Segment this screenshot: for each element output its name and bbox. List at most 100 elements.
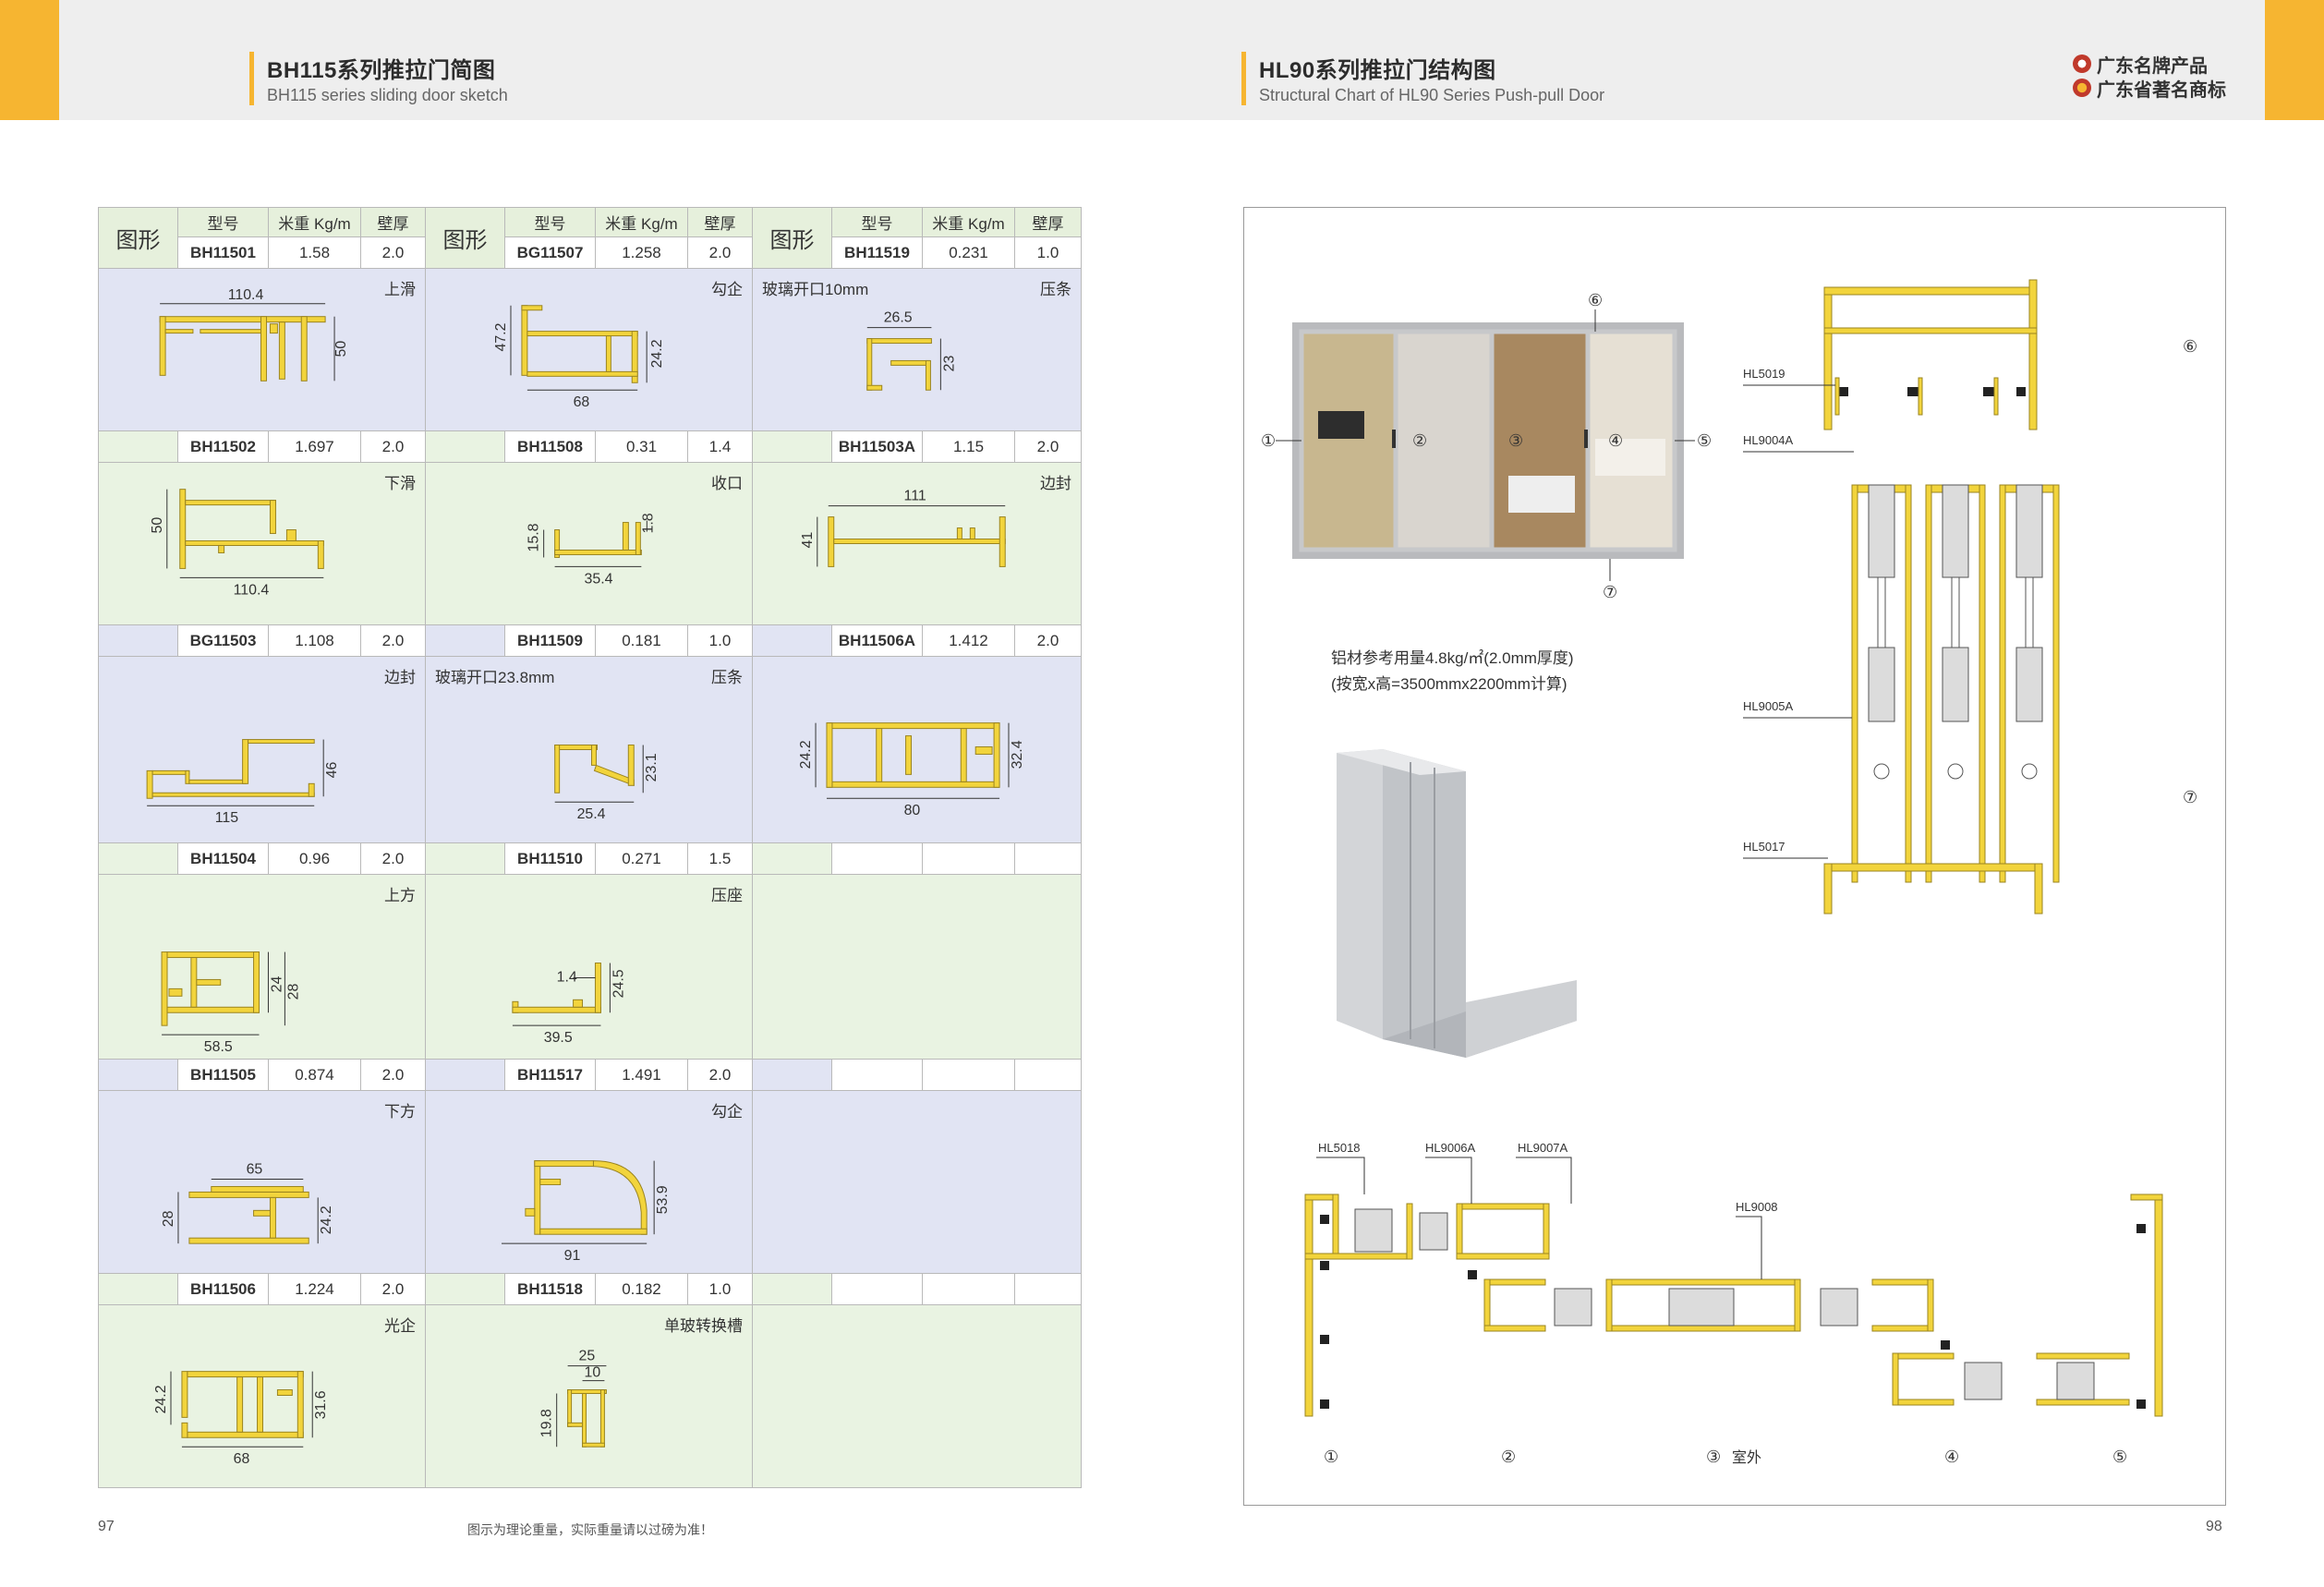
dim-label: 24.2 bbox=[319, 1205, 334, 1234]
weight-cell: 0.181 bbox=[595, 624, 688, 657]
profile-figure: 上方 24 28 58.5 bbox=[98, 874, 426, 1060]
thickness-cell: 1.0 bbox=[687, 624, 753, 657]
profile-name: 下方 bbox=[384, 1103, 416, 1121]
profile-name: 边封 bbox=[1040, 475, 1071, 492]
blank-cell bbox=[752, 842, 832, 875]
profile-figure: 压座 1.4 24.5 39.5 bbox=[425, 874, 753, 1060]
dim-label: 53.9 bbox=[655, 1185, 671, 1214]
profile-figure: 24.2 32.4 80 bbox=[752, 656, 1082, 843]
dim-label: 46 bbox=[324, 762, 340, 779]
dim-label: 31.6 bbox=[313, 1390, 329, 1419]
thickness-cell: 1.0 bbox=[1014, 236, 1082, 269]
profile-figure: 下滑 50 110.4 bbox=[98, 462, 426, 625]
thickness-cell: 1.5 bbox=[687, 842, 753, 875]
marker-7: ⑦ bbox=[1603, 583, 1617, 602]
thickness-cell: 2.0 bbox=[360, 1059, 426, 1091]
profile-name: 压座 bbox=[711, 887, 743, 904]
profile-drawing-closing-strip: 15.8 1.8 35.4 bbox=[527, 513, 657, 587]
profile-name: 勾企 bbox=[711, 281, 743, 298]
model-cell: BH11510 bbox=[504, 842, 596, 875]
left-accent-tab bbox=[0, 0, 59, 120]
profile-name: 勾企 bbox=[711, 1103, 743, 1121]
profile-figure: 玻璃开口23.8mm 压条 23.1 25.4 bbox=[425, 656, 753, 843]
blank-cell bbox=[98, 624, 178, 657]
blank-cell bbox=[425, 1273, 505, 1305]
figure-row: 下方 65 28 24.2 勾企 bbox=[98, 1090, 1082, 1274]
profile-drawing-glazing-bead: 26.5 23 bbox=[866, 310, 957, 391]
empty-figure bbox=[752, 874, 1082, 1060]
structure-panel: ① ② ③ ④ ⑤ ⑥ ⑦ bbox=[1243, 207, 2226, 1506]
dim-label: 111 bbox=[904, 489, 926, 504]
profile-drawing-upper-slide: 110.4 50 bbox=[159, 287, 349, 382]
profile-name: 上方 bbox=[384, 887, 416, 904]
model-cell: BH11503A bbox=[831, 430, 923, 463]
blank-cell bbox=[425, 842, 505, 875]
right-page-title: HL90系列推拉门结构图 bbox=[1259, 58, 1496, 83]
marker-5: ⑤ bbox=[1697, 431, 1712, 451]
code-label: HL9006A bbox=[1425, 1141, 1476, 1155]
model-cell: BG11507 bbox=[504, 236, 596, 269]
dim-label: 50 bbox=[150, 517, 165, 534]
dim-label: 10 bbox=[585, 1365, 601, 1381]
profile-drawing-stile-a: 24.2 32.4 80 bbox=[798, 722, 1025, 818]
left-page-number: 97 bbox=[98, 1519, 115, 1534]
empty-cell bbox=[831, 842, 923, 875]
profile-name: 压条 bbox=[1040, 281, 1071, 298]
code-label: HL5019 bbox=[1743, 367, 1785, 381]
table-row: BH11501 1.58 2.0 BG11507 1.258 2.0 BH115… bbox=[99, 236, 1082, 269]
outdoor-label: 室外 bbox=[1732, 1448, 1761, 1466]
brand-seal-icon bbox=[2073, 55, 2091, 73]
weight-cell: 0.271 bbox=[595, 842, 688, 875]
profile-drawing-plain-stile: 24.2 31.6 68 bbox=[153, 1371, 329, 1467]
dim-label: 15.8 bbox=[527, 523, 542, 551]
left-page-title: BH115系列推拉门简图 bbox=[267, 58, 496, 83]
profile-drawing-lower-rail: 65 28 24.2 bbox=[161, 1162, 334, 1244]
header-shape: 图形 bbox=[425, 207, 505, 269]
model-cell: BH11519 bbox=[831, 236, 923, 269]
thickness-cell: 2.0 bbox=[360, 236, 426, 269]
model-cell: BH11517 bbox=[504, 1059, 596, 1091]
header-band bbox=[0, 0, 2324, 120]
figure-row: 下滑 50 110.4 收口 15.8 bbox=[98, 462, 1082, 625]
code-label: HL5018 bbox=[1318, 1141, 1361, 1155]
weight-disclaimer: 图示为理论重量，实际重量请以过磅为准！ bbox=[467, 1522, 713, 1537]
code-label: HL5017 bbox=[1743, 840, 1785, 854]
profile-name: 上滑 bbox=[384, 281, 416, 298]
empty-cell bbox=[1014, 1273, 1082, 1305]
model-cell: BH11508 bbox=[504, 430, 596, 463]
weight-cell: 0.96 bbox=[268, 842, 361, 875]
dim-label: 110.4 bbox=[228, 287, 264, 303]
dim-label: 68 bbox=[574, 394, 590, 410]
door-photo bbox=[1292, 322, 1684, 559]
profile-drawing-upper-rail: 24 28 58.5 bbox=[161, 951, 301, 1055]
marker-4: ④ bbox=[1944, 1448, 1959, 1467]
table-header-row: 图形 型号 米重 Kg/m 壁厚 图形 型号 米重 Kg/m 壁厚 图形 型号 … bbox=[98, 207, 1082, 269]
profile-name: 压条 bbox=[711, 669, 743, 686]
weight-cell: 1.58 bbox=[268, 236, 361, 269]
right-accent-tab bbox=[2265, 0, 2324, 120]
right-page-subtitle: Structural Chart of HL90 Series Push-pul… bbox=[1259, 86, 1605, 104]
weight-cell: 1.108 bbox=[268, 624, 361, 657]
thickness-cell: 1.0 bbox=[687, 1273, 753, 1305]
dim-label: 19.8 bbox=[539, 1409, 555, 1437]
marker-1: ① bbox=[1261, 431, 1276, 451]
blank-cell bbox=[98, 1059, 178, 1091]
profile-name: 边封 bbox=[384, 669, 416, 686]
dim-label: 26.5 bbox=[884, 310, 913, 326]
marker-2: ② bbox=[1501, 1448, 1516, 1467]
code-label: HL9008 bbox=[1736, 1200, 1778, 1214]
weight-cell: 1.258 bbox=[595, 236, 688, 269]
blank-cell bbox=[425, 430, 505, 463]
dim-label: 32.4 bbox=[1010, 740, 1025, 769]
thickness-cell: 2.0 bbox=[1014, 624, 1082, 657]
brand-line-1: 广东名牌产品 bbox=[2097, 55, 2208, 77]
thickness-cell: 1.4 bbox=[687, 430, 753, 463]
weight-cell: 0.182 bbox=[595, 1273, 688, 1305]
profile-name: 下滑 bbox=[384, 475, 416, 492]
usage-line-2: (按宽x高=3500mmx2200mm计算) bbox=[1331, 675, 1567, 693]
marker-5: ⑤ bbox=[2112, 1448, 2127, 1467]
profile-figure: 上滑 110.4 50 bbox=[98, 268, 426, 431]
weight-cell: 0.31 bbox=[595, 430, 688, 463]
model-cell: BG11503 bbox=[177, 624, 269, 657]
profile-figure: 光企 24.2 31.6 68 bbox=[98, 1304, 426, 1488]
